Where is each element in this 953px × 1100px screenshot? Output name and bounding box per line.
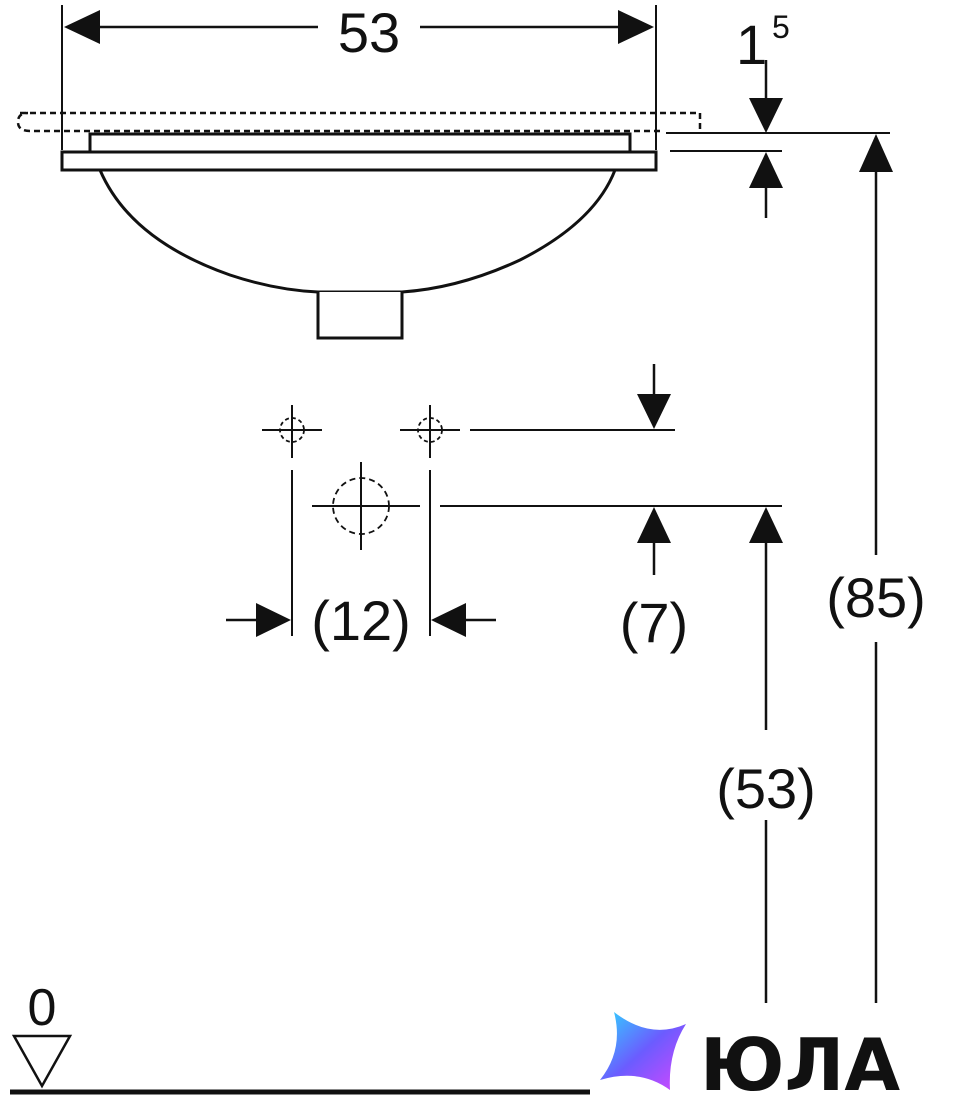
floor-label: 0 xyxy=(28,979,57,1037)
brand-name: ЮЛА xyxy=(700,1023,900,1100)
arrow-left-icon xyxy=(431,603,466,637)
tap-holes xyxy=(262,405,460,550)
tap-spacing-dimension: (12) xyxy=(226,470,496,652)
drain-height-dimension: (53) xyxy=(716,507,816,1003)
width-dimension: 53 xyxy=(61,1,657,150)
arrow-up-icon xyxy=(859,134,893,172)
washbasin xyxy=(60,132,658,340)
drain-height-label: (53) xyxy=(716,757,816,820)
arrow-left-icon xyxy=(64,10,100,44)
floor-level-marker: 0 xyxy=(10,979,590,1095)
countertop-outline xyxy=(16,111,702,133)
basin-rim-top xyxy=(88,132,632,154)
rim-label-superscript: 5 xyxy=(772,9,790,45)
arrow-up-icon xyxy=(637,507,671,543)
arrow-up-icon xyxy=(749,507,783,543)
arrow-down-icon xyxy=(749,98,783,133)
tap-hole-left xyxy=(262,405,322,458)
width-label: 53 xyxy=(338,1,400,64)
arrow-up-icon xyxy=(749,152,783,188)
tap-offset-label: (7) xyxy=(620,591,688,654)
level-triangle-icon xyxy=(11,1034,73,1089)
basin-drain xyxy=(316,292,404,340)
basin-bowl xyxy=(98,169,617,294)
tap-hole-right xyxy=(400,405,460,458)
arrow-right-icon xyxy=(618,10,654,44)
arrow-right-icon xyxy=(256,603,291,637)
arrow-down-icon xyxy=(637,394,671,429)
brand-star-icon xyxy=(600,1012,686,1090)
brand-logo: ЮЛА xyxy=(600,1012,900,1100)
total-height-label: (85) xyxy=(826,566,926,629)
total-height-dimension: (85) xyxy=(826,134,926,1003)
waste-outlet xyxy=(312,462,420,550)
basin-rim xyxy=(60,150,658,172)
rim-label: 1 xyxy=(736,13,767,76)
tap-spacing-label: (12) xyxy=(311,589,411,652)
tap-offset-dimension: (7) xyxy=(440,364,782,654)
rim-thickness-dimension: 1 5 xyxy=(666,9,890,218)
